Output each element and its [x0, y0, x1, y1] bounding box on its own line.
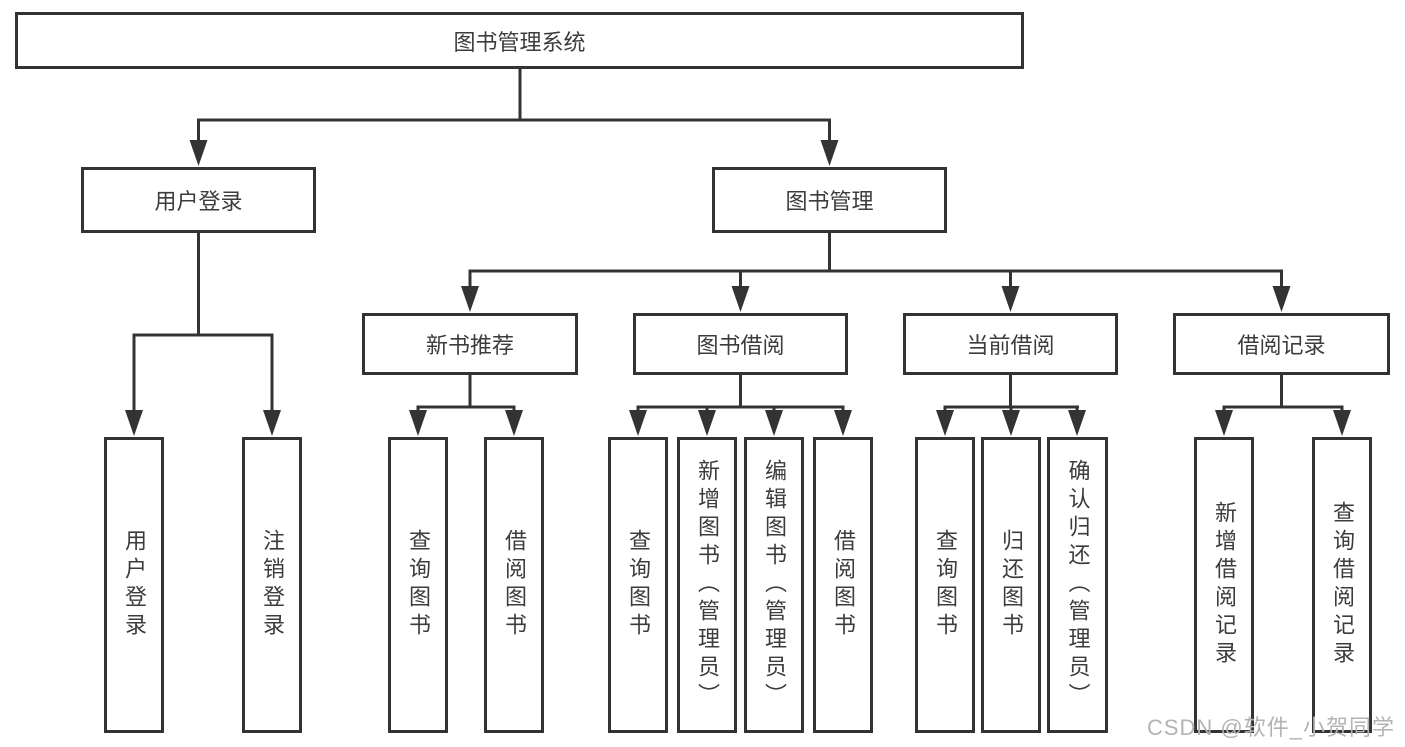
leaf-borrowing-query-books: 查询图书 — [608, 437, 668, 733]
leaf-borrowing-add-books-admin: 新增图书（管理员） — [677, 437, 737, 733]
leaf-label: 借阅图书 — [502, 529, 527, 641]
leaf-current-return-books: 归还图书 — [981, 437, 1041, 733]
leaf-label: 注销登录 — [260, 529, 285, 641]
node-label: 图书借阅 — [696, 333, 785, 358]
node-user-login: 用户登录 — [81, 167, 316, 233]
leaf-records-add-borrow-record: 新增借阅记录 — [1194, 437, 1254, 733]
node-label: 新书推荐 — [425, 333, 514, 358]
leaf-label: 编辑图书（管理员） — [762, 459, 787, 711]
node-label: 图书管理系统 — [453, 29, 586, 55]
node-label: 用户登录 — [154, 189, 243, 214]
leaf-label: 归还图书 — [999, 529, 1024, 641]
leaf-label: 查询图书 — [406, 529, 431, 641]
leaf-newbook-query-books: 查询图书 — [388, 437, 448, 733]
node-new-book-recommendation: 新书推荐 — [362, 313, 578, 375]
node-library-management-system: 图书管理系统 — [15, 12, 1024, 69]
leaf-logout: 注销登录 — [242, 437, 302, 733]
leaf-label: 查询图书 — [626, 529, 651, 641]
leaf-label: 查询借阅记录 — [1330, 501, 1355, 669]
leaf-borrowing-edit-books-admin: 编辑图书（管理员） — [744, 437, 804, 733]
node-label: 图书管理 — [785, 189, 874, 214]
leaf-current-query-books: 查询图书 — [915, 437, 975, 733]
csdn-watermark: CSDN @软件_小贺同学 — [1146, 715, 1395, 740]
node-book-borrowing: 图书借阅 — [633, 313, 848, 375]
leaf-current-confirm-return-admin: 确认归还（管理员） — [1047, 437, 1108, 733]
leaf-newbook-borrow-books: 借阅图书 — [484, 437, 544, 733]
leaf-label: 借阅图书 — [831, 529, 856, 641]
leaf-label: 新增借阅记录 — [1212, 501, 1237, 669]
node-book-management: 图书管理 — [712, 167, 947, 233]
leaf-label: 新增图书（管理员） — [695, 459, 720, 711]
node-label: 当前借阅 — [966, 333, 1055, 358]
leaf-borrowing-borrow-books: 借阅图书 — [813, 437, 873, 733]
leaf-user-login: 用户登录 — [104, 437, 164, 733]
leaf-label: 用户登录 — [122, 529, 147, 641]
leaf-records-query-borrow-record: 查询借阅记录 — [1312, 437, 1372, 733]
leaf-label: 查询图书 — [933, 529, 958, 641]
node-current-borrowing: 当前借阅 — [903, 313, 1118, 375]
node-borrowing-records: 借阅记录 — [1173, 313, 1390, 375]
node-label: 借阅记录 — [1237, 333, 1326, 358]
leaf-label: 确认归还（管理员） — [1065, 459, 1091, 711]
